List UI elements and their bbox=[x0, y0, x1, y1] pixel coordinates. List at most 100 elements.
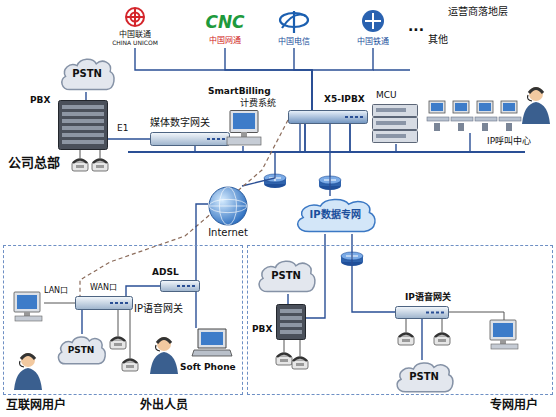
drawing-part bbox=[362, 10, 384, 32]
node-label: PSTN bbox=[271, 270, 301, 282]
drawing-part bbox=[150, 337, 178, 374]
user-region: 专网用户PSTNPBXIP语音网关PSTN bbox=[247, 245, 553, 415]
drawing-part bbox=[182, 285, 185, 287]
drawing-part bbox=[373, 105, 418, 117]
call-center: IP呼叫中心 bbox=[425, 95, 525, 133]
node-label: Soft Phone bbox=[180, 362, 236, 372]
drawing-part bbox=[499, 117, 521, 121]
drawing-part bbox=[429, 101, 445, 113]
node-label: X5-IPBX bbox=[324, 94, 365, 104]
drawing-part bbox=[44, 303, 75, 304]
node-label: PSTN bbox=[409, 371, 439, 383]
carrier-logo: CNC中国网通 bbox=[198, 10, 252, 48]
connector bbox=[242, 124, 300, 186]
drawing-part bbox=[62, 59, 114, 89]
ippbx-device: X5-IPBX bbox=[288, 110, 368, 124]
drawing-part bbox=[233, 113, 255, 129]
node-label: 外出人员 bbox=[140, 399, 188, 413]
connector bbox=[108, 138, 150, 139]
drawing-part bbox=[376, 134, 406, 138]
node-label: IP呼叫中心 bbox=[487, 136, 531, 146]
drawing-part bbox=[280, 11, 308, 33]
node-label: PSTN bbox=[68, 345, 95, 355]
drawing-part bbox=[209, 199, 247, 212]
drawing-part bbox=[431, 312, 434, 314]
drawing-part bbox=[201, 332, 223, 345]
drawing-part bbox=[14, 353, 42, 390]
drawing-part bbox=[426, 312, 429, 314]
pstn-cloud: PSTN bbox=[55, 334, 107, 366]
globe-shape bbox=[208, 186, 248, 226]
drawing-part bbox=[482, 123, 488, 131]
drawing-part bbox=[161, 281, 200, 292]
drawing-part bbox=[92, 160, 108, 172]
drawing-part bbox=[398, 334, 414, 346]
node-label: 中国电信 bbox=[278, 37, 310, 46]
drawing-part bbox=[431, 103, 443, 111]
drawing-part bbox=[501, 101, 517, 113]
drawing-part bbox=[376, 108, 406, 112]
drawing-part bbox=[373, 118, 418, 130]
billing-computer: SmartBilling计费系统 bbox=[226, 110, 262, 146]
drawing-part bbox=[62, 112, 104, 116]
drawing-part bbox=[451, 117, 473, 121]
rack-shape bbox=[58, 100, 108, 150]
connector bbox=[135, 48, 312, 110]
drawing-part bbox=[118, 310, 130, 358]
mcu-shape bbox=[372, 104, 418, 144]
drawing-part bbox=[14, 292, 42, 321]
edge-label: E1 bbox=[116, 123, 129, 133]
drawing-part bbox=[477, 101, 493, 113]
node-label: SmartBilling bbox=[208, 86, 271, 96]
node-label: CHINA UNICOM bbox=[112, 40, 158, 47]
pstn-cloud: PSTN bbox=[255, 258, 317, 294]
drawing-part bbox=[110, 302, 113, 304]
drawing-part bbox=[490, 320, 518, 349]
drawing-part bbox=[280, 309, 302, 313]
drawing-part bbox=[376, 121, 406, 125]
drawing-part bbox=[506, 123, 512, 131]
private-network-cloud: IP数据专网 bbox=[292, 196, 378, 234]
voice-gateway: IP语音网关 bbox=[395, 306, 449, 319]
rack-shape bbox=[276, 304, 306, 340]
drawing-part bbox=[151, 133, 230, 146]
drawing-part bbox=[62, 140, 104, 144]
carrier-logo: 中国联通CHINA UNICOM bbox=[108, 6, 162, 48]
drawing-part bbox=[62, 126, 104, 130]
drawing-part bbox=[241, 132, 247, 137]
connector bbox=[287, 294, 288, 304]
node-label: 中国联通 bbox=[119, 30, 151, 39]
dev2-shape bbox=[288, 110, 368, 124]
connector bbox=[312, 48, 373, 110]
drawing-part bbox=[58, 337, 105, 364]
drawing-part bbox=[62, 105, 104, 109]
internet-globe: Internet bbox=[208, 186, 248, 226]
drawing-part bbox=[209, 187, 247, 225]
pstn-cloud: PSTN bbox=[393, 360, 455, 394]
drawing-part bbox=[222, 138, 225, 140]
drawing-part bbox=[122, 360, 138, 372]
pbx-device: PBX bbox=[276, 304, 306, 340]
drawing-part bbox=[289, 111, 368, 124]
voice-gateway: IP语音网关 bbox=[75, 296, 133, 310]
drawing-part bbox=[217, 138, 220, 140]
dev-shape bbox=[160, 280, 200, 292]
drawing-part bbox=[458, 123, 464, 131]
node-label: 计费系统 bbox=[240, 98, 276, 108]
node-label: PSTN bbox=[72, 68, 102, 80]
free-label: 其他 bbox=[428, 34, 448, 46]
mcu-device: MCU bbox=[372, 104, 418, 144]
drawing-part bbox=[396, 307, 449, 319]
drawing-part bbox=[298, 199, 375, 231]
drawing-part bbox=[115, 302, 118, 304]
drawing-part bbox=[59, 101, 108, 150]
drawing-part bbox=[227, 137, 261, 145]
node-label: 互联网用户 bbox=[6, 399, 66, 413]
node-label: PBX bbox=[30, 95, 50, 105]
node-label: 中国网通 bbox=[209, 36, 241, 45]
drawing-part bbox=[126, 8, 144, 26]
drawing-part bbox=[125, 302, 128, 304]
free-label: 公司总部 bbox=[8, 156, 60, 171]
drawing-part bbox=[230, 111, 258, 133]
connector bbox=[329, 124, 330, 196]
